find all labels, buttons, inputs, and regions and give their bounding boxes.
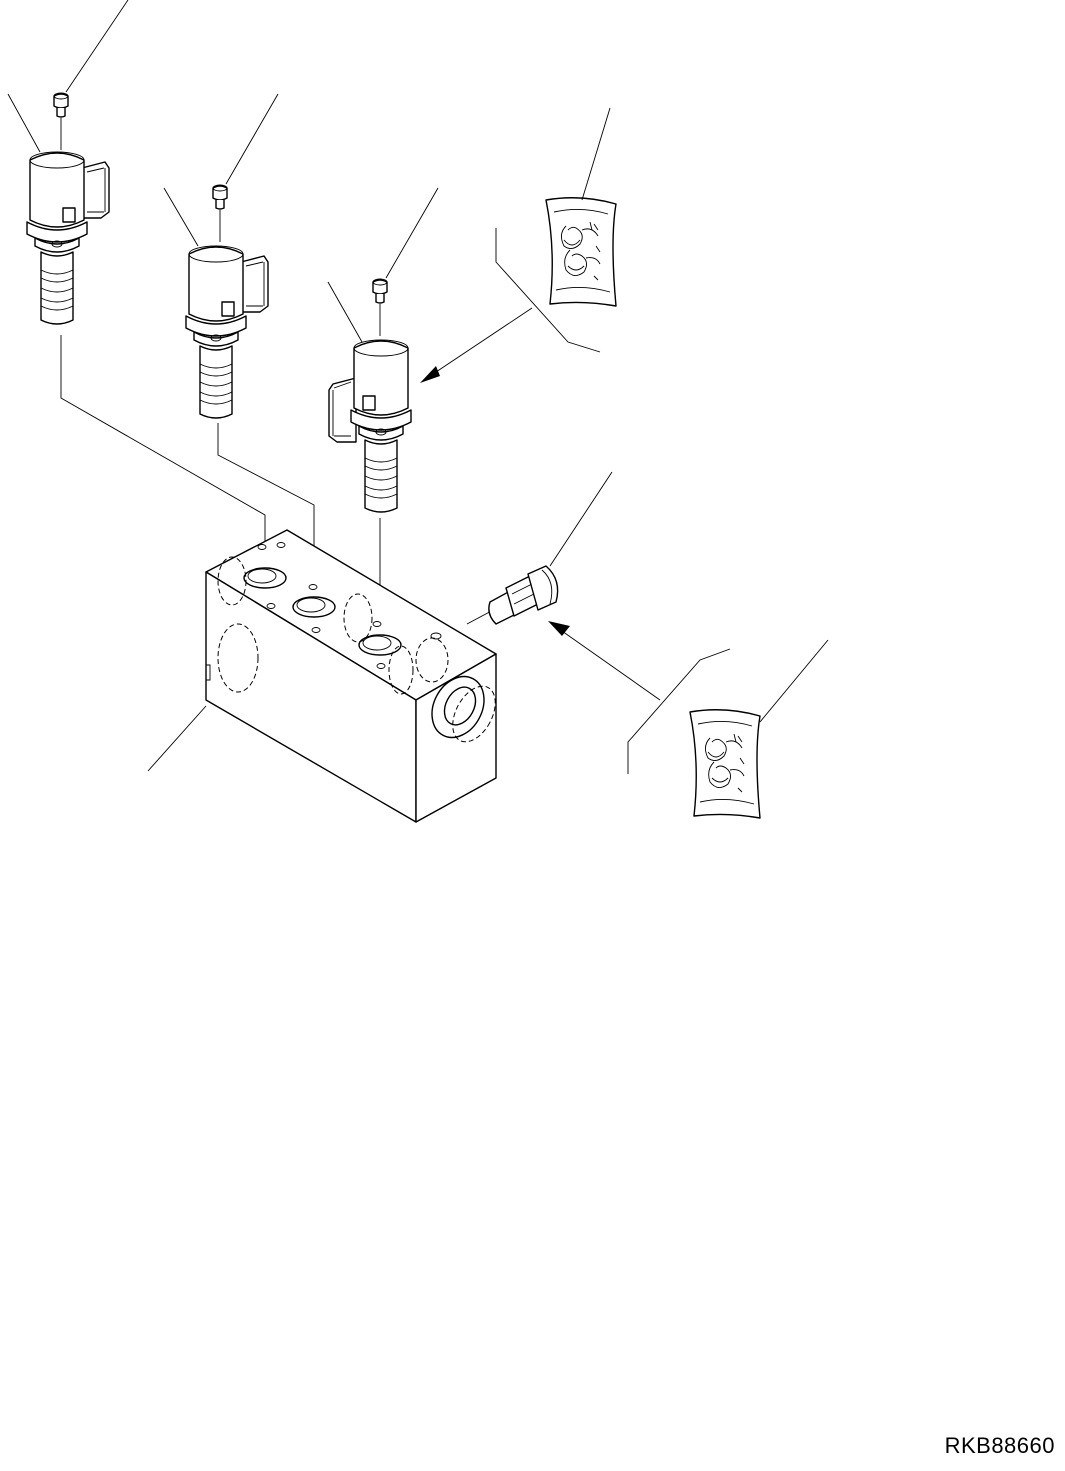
leader-solenoid-2 [163, 187, 199, 247]
drawing-number: RKB88660 [944, 1433, 1055, 1458]
arrowhead-2 [548, 621, 570, 636]
leader-bracket-2 [627, 648, 731, 774]
leader-bolt-2 [225, 93, 279, 185]
sealant-packet-2 [548, 621, 829, 819]
sealant-packet-1 [420, 107, 617, 383]
leader-solenoid-3 [327, 281, 363, 343]
mounting-bolt-2 [212, 184, 228, 210]
plug [466, 471, 613, 625]
leader-solenoid-1 [7, 93, 41, 153]
arrow-sealant-1 [423, 307, 533, 381]
arrow-sealant-2 [551, 623, 661, 701]
leader-bolt-1 [65, 0, 129, 93]
mounting-bolt-3 [372, 278, 388, 304]
solenoid-valve-2 [163, 93, 279, 419]
leader-sealant-1 [581, 107, 611, 201]
leader-plug [549, 471, 613, 567]
leader-block [147, 705, 207, 772]
arrowhead-1 [420, 366, 440, 383]
solenoid-valve-3 [327, 187, 439, 513]
valve-block [147, 529, 497, 823]
mounting-bolt-1 [53, 92, 69, 118]
solenoid-valve-1 [7, 0, 129, 325]
leader-bolt-3 [385, 187, 439, 279]
leader-sealant-2 [759, 639, 829, 723]
leader-bracket-1 [495, 228, 601, 353]
